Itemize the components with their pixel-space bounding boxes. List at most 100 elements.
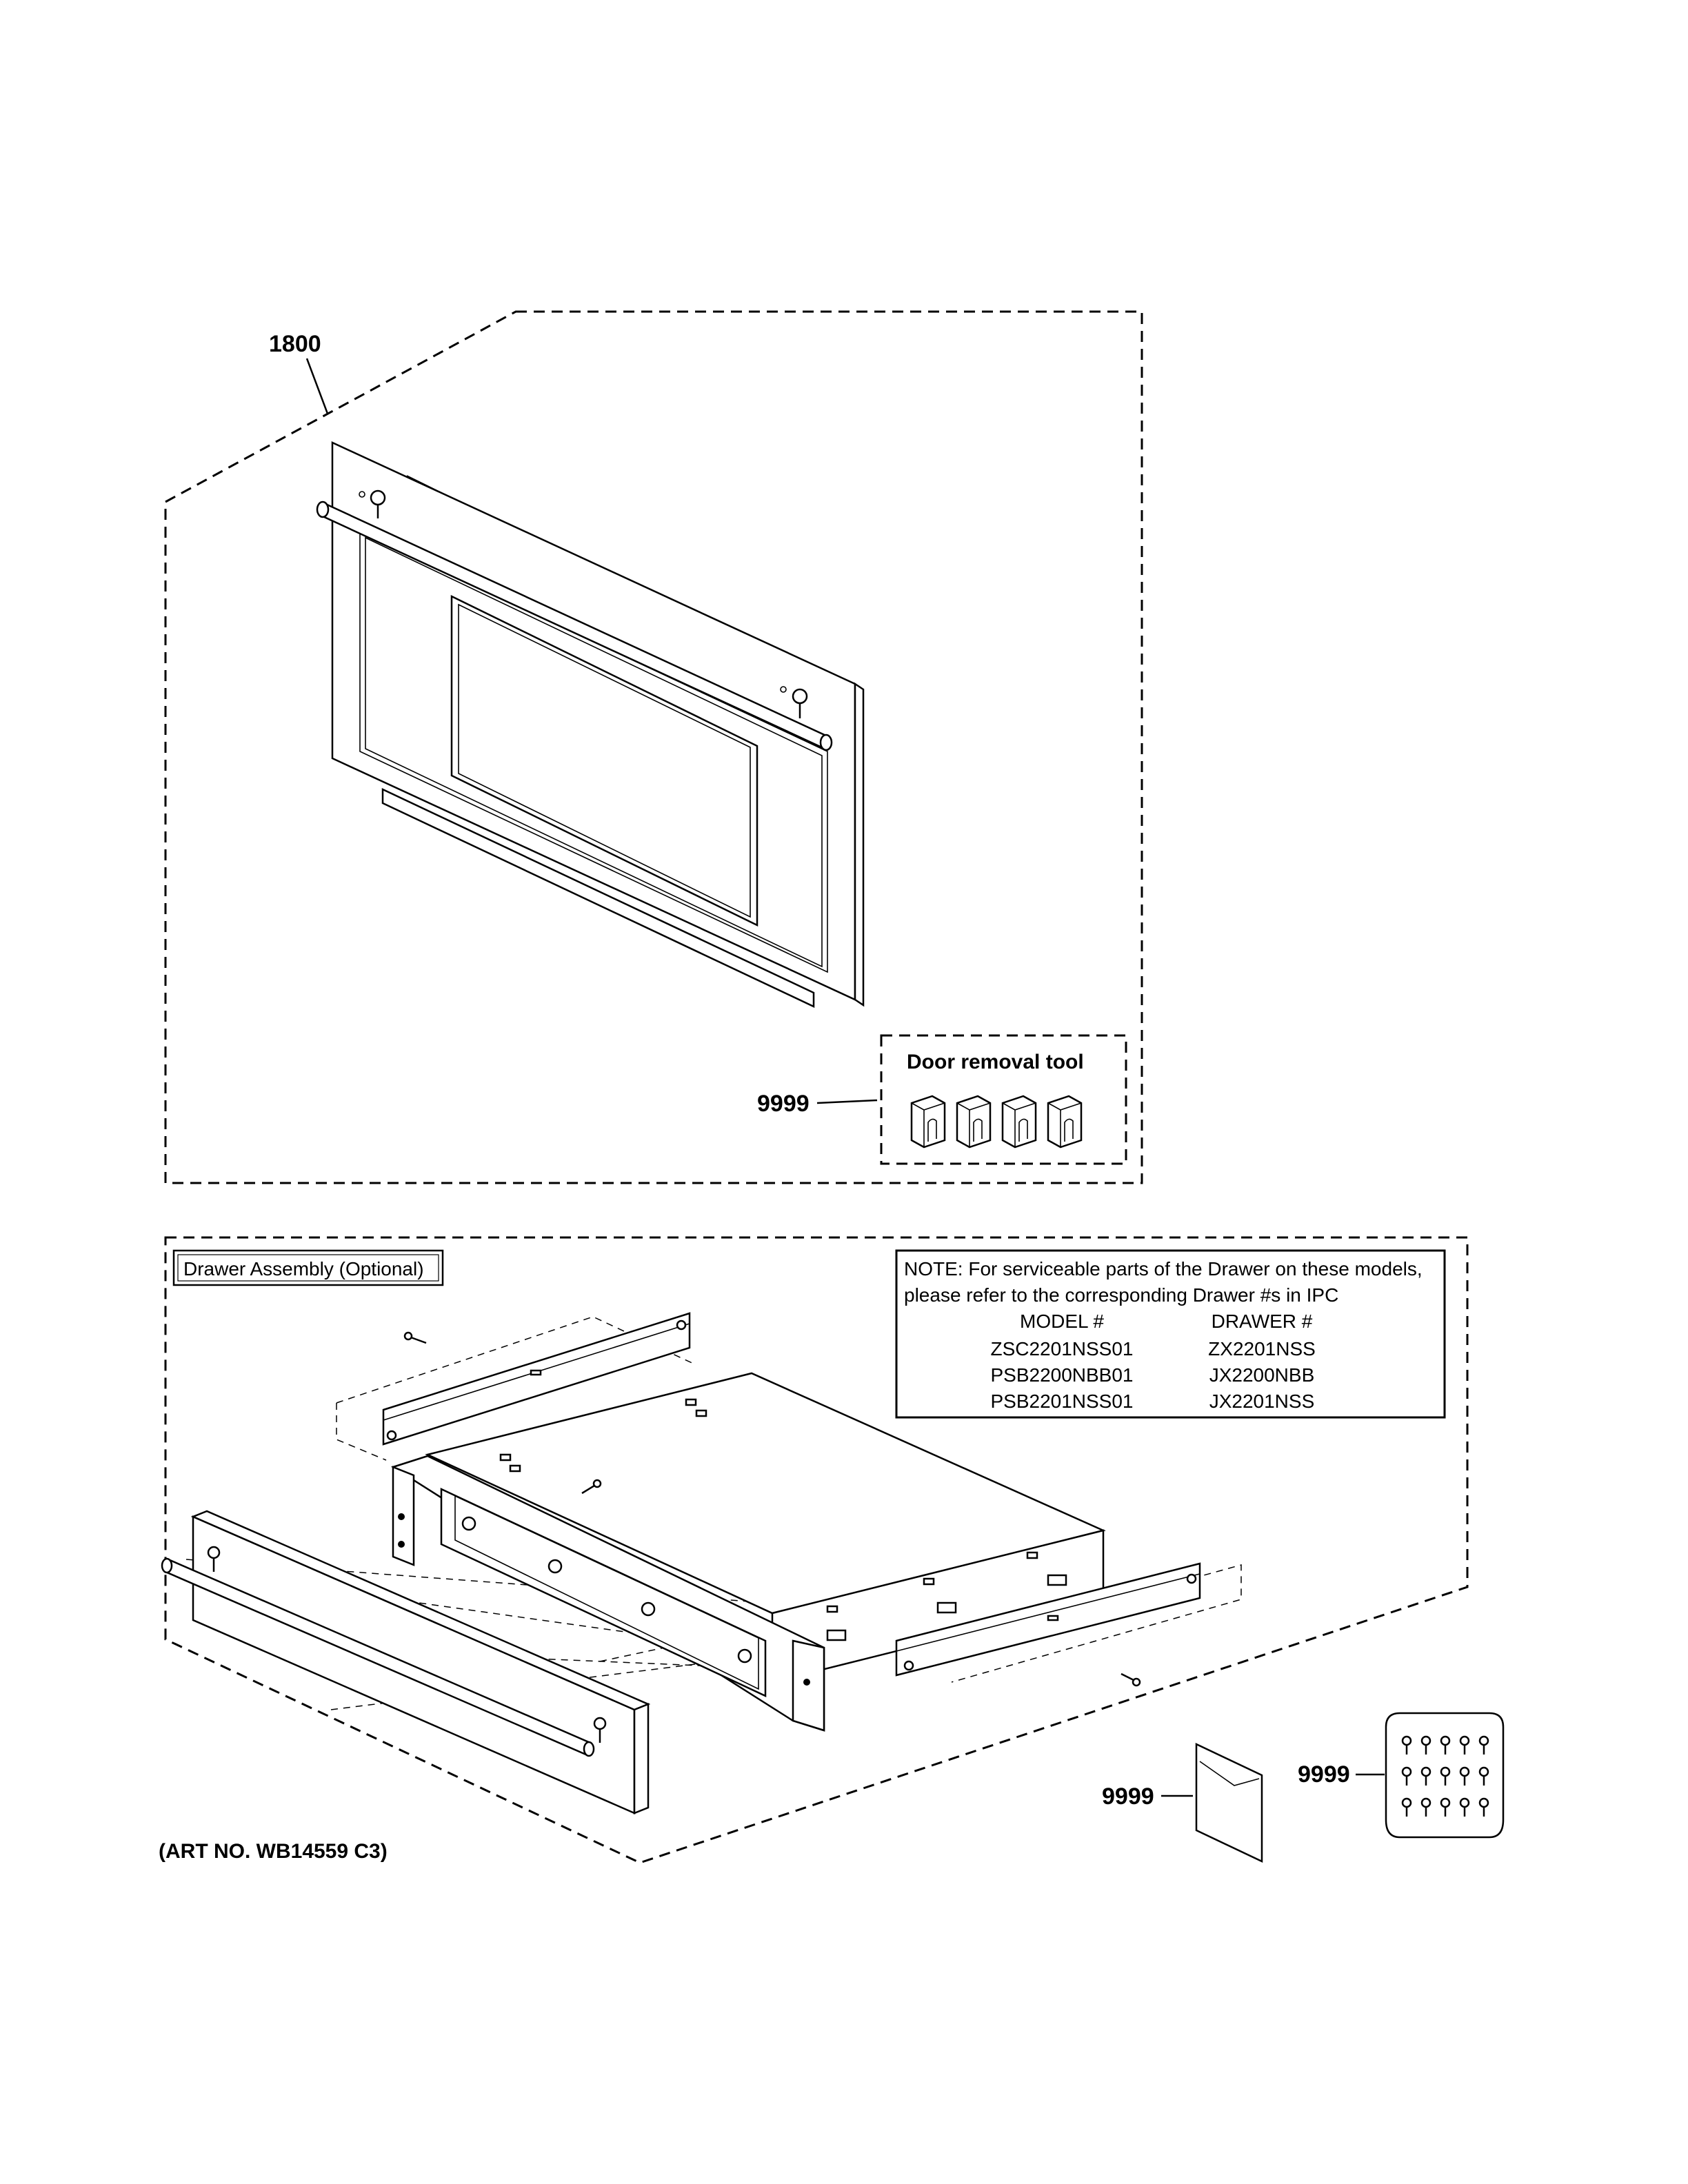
door-handle [316,489,833,751]
note-model-header: MODEL # [1020,1311,1104,1332]
removal-clip-icon [1047,1095,1083,1149]
rail-slot [530,1369,542,1376]
note-line-2: please refer to the corresponding Drawer… [904,1284,1338,1306]
drawer-slide-left [382,1312,691,1446]
screw-icon [1440,1735,1451,1755]
drawer-front-panel [161,1510,651,1814]
door-removal-tool-title: Door removal tool [907,1051,1084,1073]
note-drawer-header: DRAWER # [1212,1311,1313,1332]
slide-left-rail [382,1312,691,1446]
screw-icon [1478,1797,1489,1817]
door-removal-tool-dashed-box [880,1034,1127,1165]
rail-hole [386,1430,397,1441]
callout-9999-door-tool: 9999 [757,1091,810,1117]
screw-icon [1440,1797,1451,1817]
serviceable-parts-note: NOTE: For serviceable parts of the Drawe… [895,1249,1446,1419]
handle-screw-left [359,491,365,498]
door-window-inner [458,603,751,918]
plate-hole [803,1679,810,1686]
front-fastener [461,1516,476,1531]
note-row-drawer: ZX2201NSS [1208,1338,1316,1359]
screw-icon [581,1479,602,1495]
screw-icon [1459,1797,1470,1817]
slot [499,1453,512,1462]
removal-clip-icon [956,1095,992,1149]
slot [1047,1574,1067,1586]
drawer-front-right-plate [792,1639,825,1732]
front-fastener [737,1648,752,1664]
drawer-assembly-title: Drawer Assembly (Optional) [183,1258,424,1280]
note-row-model: ZSC2201NSS01 [990,1338,1133,1359]
door-removal-tool-clips [910,1095,1083,1149]
handle-screw-right [780,686,787,693]
note-box [895,1249,1446,1419]
slot [826,1605,838,1613]
callout-1800-leader [305,358,329,414]
note-row-model: PSB2201NSS01 [990,1391,1133,1412]
door-inner-frame-bevel [365,536,823,968]
screw-icon [1440,1766,1451,1786]
front-fastener [641,1601,656,1617]
drawer-handle-end-left [161,1557,173,1574]
drawer-slide-right [895,1562,1201,1677]
screw-icon [1459,1735,1470,1755]
note-row-drawer: JX2201NSS [1209,1391,1315,1412]
removal-clip-icon [910,1095,946,1149]
screw-icon [1420,1797,1431,1817]
drawer-body [391,1372,1106,1732]
handle-mount-right [792,688,808,705]
door-bottom-edge [381,788,815,1008]
drawer-top-slots [499,1398,1067,1641]
drawer-assembly-dashed-boundary [164,1236,1469,1864]
drawer-handle-end-right [583,1741,595,1757]
slot [1026,1551,1038,1559]
drawer-assembly-title-inner [177,1254,439,1282]
screw-icon [1401,1766,1412,1786]
slot [923,1577,935,1586]
screw-icon [403,1331,427,1344]
drawer-handle-mount-left [207,1546,221,1559]
handle-end-left [316,501,330,518]
screw-icon [1420,1766,1431,1786]
drawer-assembly-region: Drawer Assembly (Optional) NOTE: For ser… [159,1236,1469,1864]
literature-pack: 9999 [1102,1743,1263,1863]
slot [826,1629,847,1641]
door-window [450,594,758,927]
plate-hole [398,1513,405,1520]
screw-icon [1401,1797,1412,1817]
handle-mount-left [370,489,386,506]
drawer-screws [403,1331,1141,1687]
callout-1800: 1800 [269,331,321,357]
callout-9999-door-tool-leader [816,1099,878,1104]
rail-hole [903,1660,914,1671]
slide-right-rail-edge [896,1573,1200,1652]
art-number: (ART NO. WB14559 C3) [159,1840,388,1863]
slot [936,1601,957,1614]
screw-icon [1401,1735,1412,1755]
door-side-thickness [854,682,865,1007]
slot [695,1409,707,1417]
phantom-rail-left-top [336,1316,697,1404]
note-row-model: PSB2200NBB01 [990,1364,1133,1386]
screw-icon [1478,1735,1489,1755]
plate-hole [398,1541,405,1548]
note-line-1: NOTE: For serviceable parts of the Drawe… [904,1258,1423,1280]
phantom-line-5 [599,1640,697,1662]
drawer-front-inner-edge [454,1495,759,1690]
door-assembly-region: 1800 [164,310,1143,1184]
front-fastener [547,1559,563,1574]
rail-slot [1047,1615,1059,1621]
screw-icon [1459,1766,1470,1786]
callout-9999-literature: 9999 [1102,1783,1154,1810]
door-removal-tool-box: Door removal tool [880,1034,1127,1165]
drawer-panel-side-edge [633,1703,650,1814]
callout-9999-screw-kit: 9999 [1298,1761,1350,1788]
literature-envelope-flap [1199,1761,1260,1786]
removal-clip-icon [1001,1095,1037,1149]
screw-icon [1420,1735,1431,1755]
phantom-rail-left-side [336,1403,387,1461]
slot [685,1398,697,1406]
note-row-drawer: JX2200NBB [1209,1364,1315,1386]
oven-door [316,441,865,1008]
